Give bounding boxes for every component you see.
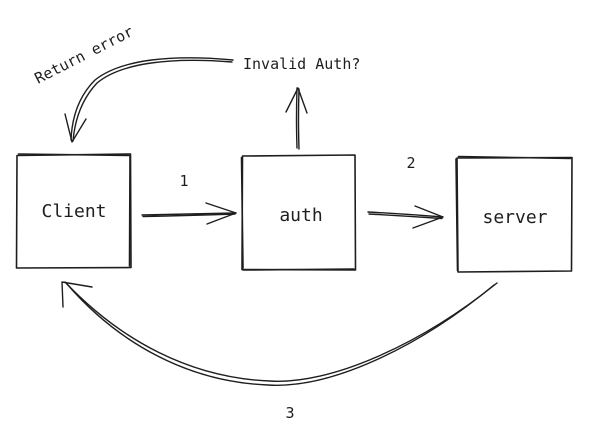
auth-box-sketch <box>240 156 355 271</box>
auth-label: auth <box>279 205 322 226</box>
edge-invalid-to-client: Return error <box>32 22 234 143</box>
arrow-line-auth-server-sketch <box>368 213 443 220</box>
client-node[interactable]: Client <box>15 153 132 269</box>
arrow-curve-invalid-client-sketch <box>72 59 233 142</box>
arrowhead-client-auth <box>205 202 237 225</box>
arrow-line-auth-invalid <box>295 87 298 149</box>
client-box-sketch <box>17 153 131 267</box>
edge-label-2: 2 <box>406 154 415 172</box>
arrowhead-auth-invalid <box>285 87 308 114</box>
server-label: server <box>482 207 547 228</box>
arrowhead-invalid-client <box>64 113 87 143</box>
return-error-label: Return error <box>32 22 137 87</box>
arrow-line-client-auth <box>141 212 237 216</box>
edge-label-1: 1 <box>179 172 188 190</box>
arrow-curve-server-client-sketch <box>66 283 495 386</box>
edge-auth-to-server: 2 <box>367 154 444 229</box>
arrow-curve-invalid-client <box>70 57 234 141</box>
client-label: Client <box>41 201 106 222</box>
server-box-sketch <box>455 155 572 272</box>
arrow-line-client-auth-sketch <box>142 213 236 218</box>
edge-auth-to-invalid: Invalid Auth? <box>243 55 360 150</box>
edge-client-to-auth: 1 <box>141 172 237 225</box>
arrow-line-auth-server <box>367 211 444 218</box>
arrow-curve-server-client <box>64 281 498 382</box>
arrowhead-auth-server <box>412 205 444 229</box>
arrowhead-server-client <box>61 281 93 308</box>
auth-node[interactable]: auth <box>240 154 357 271</box>
arrow-line-auth-invalid-sketch <box>297 88 300 150</box>
server-node[interactable]: server <box>455 155 573 273</box>
invalid-auth-label: Invalid Auth? <box>243 55 360 73</box>
edge-label-3: 3 <box>285 404 294 422</box>
edge-server-to-client: 3 <box>61 281 498 422</box>
